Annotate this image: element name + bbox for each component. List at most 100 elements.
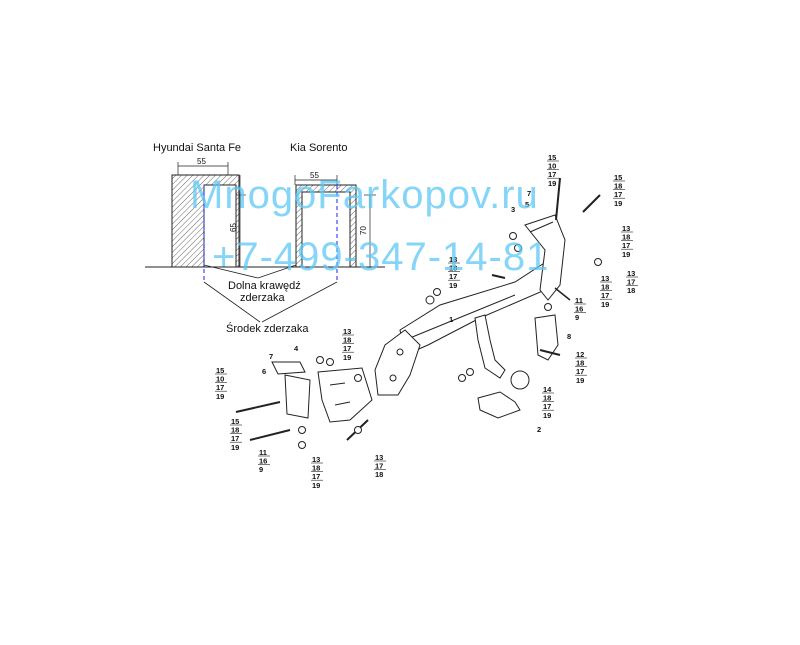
part-number-5: 5 (525, 200, 529, 209)
right-width-dim: 55 (310, 171, 319, 180)
part-number: 18 (576, 359, 584, 368)
left-side-bracket (374, 329, 421, 396)
left-spacer-plate (284, 374, 311, 419)
part-number: 17 (543, 402, 551, 411)
part-number: 11 (575, 296, 583, 305)
part-number: 19 (548, 179, 556, 188)
part-number: 14 (543, 385, 552, 394)
part-number: 17 (548, 170, 556, 179)
part-number: 17 (622, 241, 630, 250)
part-number: 13 (312, 455, 320, 464)
part-number: 19 (343, 353, 351, 362)
part-number: 19 (614, 199, 622, 208)
part-number: 19 (312, 481, 320, 490)
part-number-3: 3 (511, 205, 515, 214)
part-number: 13 (622, 224, 630, 233)
part-number: 16 (259, 457, 267, 466)
part-number: 11 (259, 448, 267, 457)
part-number: 17 (576, 367, 584, 376)
part-number-1: 1 (449, 315, 453, 324)
part-number: 18 (614, 182, 622, 191)
part-number: 18 (231, 426, 239, 435)
part-number: 18 (312, 464, 320, 473)
part-number: 16 (575, 305, 583, 314)
part-number: 18 (449, 264, 457, 273)
part-number-7b: 7 (527, 189, 531, 198)
bumper-lower-edge-label-1: Dolna krawędź (228, 280, 301, 292)
part-number: 18 (601, 283, 609, 292)
right-height-dim: 70 (359, 226, 368, 235)
part-number: 18 (622, 233, 630, 242)
part-number: 19 (216, 392, 224, 401)
left-height-dim: 65 (229, 223, 238, 232)
part-number: 18 (375, 470, 383, 479)
part-number: 19 (449, 281, 457, 290)
part-number: 17 (375, 462, 383, 471)
towbar-drawing (235, 177, 602, 449)
part-number: 19 (543, 411, 551, 420)
part-number: 18 (343, 336, 351, 345)
vehicle-label-left: Hyundai Santa Fe (153, 142, 241, 154)
left-width-dim: 55 (197, 157, 206, 166)
part-number: 13 (375, 453, 383, 462)
part-number: 18 (627, 286, 635, 295)
left-bumper-sketch: 55 65 (171, 157, 246, 282)
part-number-stacks: 1510171915181719131817191317181318171913… (215, 153, 638, 490)
part-number: 17 (601, 291, 609, 300)
part-number: 17 (312, 472, 320, 481)
part-number: 17 (627, 278, 635, 287)
watermark-site: MnogoFarkopov.ru (190, 173, 539, 217)
part-number: 17 (231, 434, 239, 443)
left-side-plate (317, 367, 373, 423)
part-number-8: 8 (567, 332, 571, 341)
part-number: 19 (601, 300, 609, 309)
part-number: 9 (575, 313, 579, 322)
part-number: 19 (231, 443, 239, 452)
bumper-dimension-sketches: Hyundai Santa Fe Kia Sorento 55 65 55 70 (145, 142, 385, 335)
ball-neck (477, 391, 521, 419)
part-number: 10 (216, 375, 224, 384)
part-number: 19 (622, 250, 630, 259)
part-number: 13 (449, 255, 457, 264)
part-number-7a: 7 (269, 352, 273, 361)
part-number: 15 (216, 366, 224, 375)
part-number: 10 (548, 162, 556, 171)
watermark-phone: +7-499-347-14-81 (212, 235, 549, 279)
left-clamp-7 (271, 361, 306, 375)
vehicle-label-right: Kia Sorento (290, 142, 347, 154)
part-number: 13 (601, 274, 609, 283)
part-number: 18 (543, 394, 551, 403)
right-bumper-sketch: 55 70 (294, 171, 376, 282)
tow-ball (510, 370, 530, 390)
part-number: 13 (627, 269, 635, 278)
part-number-6: 6 (262, 367, 266, 376)
part-number: 13 (343, 327, 351, 336)
part-number: 19 (576, 376, 584, 385)
part-number: 12 (576, 350, 584, 359)
watermark: MnogoFarkopov.ru +7-499-347-14-81 (190, 173, 549, 279)
part-number: 9 (259, 465, 263, 474)
part-number: 15 (231, 417, 239, 426)
part-number: 17 (343, 344, 351, 353)
part-number-4: 4 (294, 344, 299, 353)
part-callouts: 1 2 3 4 5 6 7 7 8 1510171915181719131817… (215, 153, 638, 490)
ball-mount-arm (474, 314, 506, 379)
part-number: 17 (449, 272, 457, 281)
part-number: 17 (614, 190, 622, 199)
bumper-lower-edge-label-2: zderzaka (240, 292, 286, 304)
